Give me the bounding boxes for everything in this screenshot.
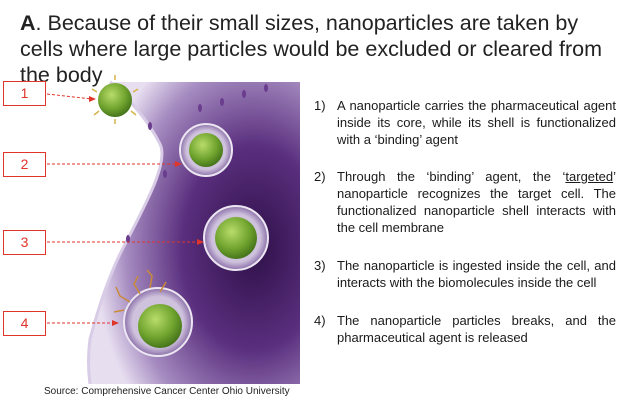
step-number: 1) <box>314 98 326 113</box>
step-text-underlined: targeted <box>565 169 614 184</box>
step-text-pre: Through the ‘binding’ agent, the ‘ <box>337 169 566 184</box>
title-text: . Because of their small sizes, nanopart… <box>20 11 602 87</box>
nanoparticle-2 <box>189 133 223 167</box>
title-letter: A <box>20 11 36 35</box>
step-text: A nanoparticle carries the pharmaceutica… <box>337 98 616 147</box>
source-caption: Source: Comprehensive Cancer Center Ohio… <box>44 386 290 397</box>
step-text-post: ’ nanoparticle recognizes the target cel… <box>337 169 616 235</box>
step-label-1: 1 <box>3 81 46 106</box>
step-number: 3) <box>314 258 326 273</box>
step-item: 3) The nanoparticle is ingested inside t… <box>314 257 616 291</box>
nanoparticle-1 <box>98 83 132 117</box>
step-label-2: 2 <box>3 152 46 177</box>
released-agent <box>113 269 167 313</box>
step-label-3: 3 <box>3 230 46 255</box>
step-number: 2) <box>314 169 326 184</box>
step-label-4: 4 <box>3 311 46 336</box>
slide-title: A. Because of their small sizes, nanopar… <box>20 10 620 88</box>
step-item: 2) Through the ‘binding’ agent, the ‘tar… <box>314 168 616 236</box>
step-item: 4) The nanoparticle particles breaks, an… <box>314 312 616 346</box>
step-item: 1) A nanoparticle carries the pharmaceut… <box>314 97 616 148</box>
step-number: 4) <box>314 313 326 328</box>
step-list: 1) A nanoparticle carries the pharmaceut… <box>314 97 616 346</box>
cell-membrane <box>87 80 164 384</box>
cell-illustration <box>46 75 300 384</box>
nanoparticle-4 <box>138 304 182 348</box>
nanoparticle-3 <box>215 217 257 259</box>
membrane-receptors <box>126 84 268 243</box>
step-text: The nanoparticle is ingested inside the … <box>337 258 616 290</box>
label-arrows <box>46 93 200 324</box>
nanoparticle-uptake-diagram: 1 2 3 4 <box>0 64 300 384</box>
arrow-heads <box>89 96 204 326</box>
binding-agents <box>91 75 139 124</box>
step-text: The nanoparticle particles breaks, and t… <box>337 313 616 345</box>
